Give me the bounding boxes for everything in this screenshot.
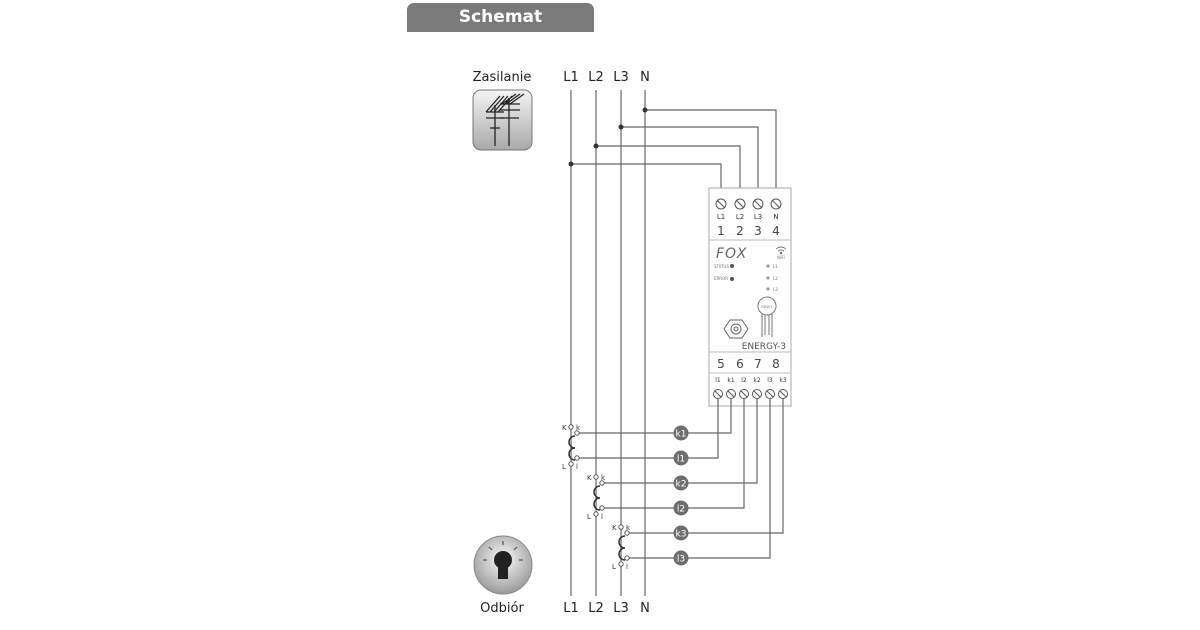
ct-terminal-label: K — [612, 524, 617, 532]
bottom-terminal-screws — [713, 389, 788, 399]
terminal-label: l2 — [741, 377, 747, 384]
ct-terminal-label: l — [626, 563, 628, 571]
ct-terminal-label: K — [562, 424, 567, 432]
ct-terminal-label: l — [576, 463, 578, 471]
led-label: ERROR — [714, 276, 728, 281]
phase-labels-bottom: L1 L2 L3 N — [563, 601, 650, 616]
led-indicators — [730, 264, 770, 291]
ct-terminal-label: L — [612, 563, 616, 571]
ct-terminal-label: k — [576, 424, 581, 432]
energy-meter-device: L1 L2 L3 N 1 2 3 4 FOX WiFi STATUS ERROR… — [708, 187, 792, 407]
ct-terminal-label: K — [587, 474, 592, 482]
antenna-connector-icon — [723, 319, 749, 339]
reset-label: RESET — [761, 305, 773, 309]
phase-labels-top: L1 L2 L3 N — [563, 70, 650, 85]
wire-n — [645, 109, 777, 197]
phase-bus — [570, 90, 777, 596]
ct-terminal-label: L — [587, 513, 591, 521]
phase-label-bottom: N — [640, 601, 650, 616]
terminal-number: 4 — [772, 224, 780, 238]
power-lines-icon — [472, 89, 533, 151]
ct-terminal-label: k — [601, 474, 606, 482]
terminal-number: 3 — [754, 224, 762, 238]
ct-badges: k1 l1 k2 l2 k3 l3 — [673, 425, 689, 566]
ct-badge: k1 — [676, 430, 687, 440]
terminal-label: k2 — [753, 377, 760, 384]
terminal-label: L2 — [736, 213, 744, 221]
terminal-label: N — [773, 213, 778, 221]
current-transformer-2: K k L l — [587, 474, 606, 521]
wifi-icon — [775, 246, 787, 255]
current-transformer-1: K k L l — [562, 424, 581, 471]
phase-label-top: N — [640, 70, 650, 85]
phase-label-top: L2 — [588, 70, 604, 85]
phase-label-bottom: L2 — [588, 601, 604, 616]
terminal-number: 1 — [717, 224, 725, 238]
terminal-number: 5 — [717, 357, 725, 371]
wifi-label: WiFi — [777, 255, 785, 260]
ct-terminal-label: l — [601, 513, 603, 521]
terminal-label: k3 — [779, 377, 786, 384]
ct-badge: k2 — [676, 480, 687, 490]
terminal-label: L3 — [754, 213, 762, 221]
model-label: ENERGY-3 — [742, 342, 786, 352]
ct-badge: l2 — [677, 505, 685, 515]
led-label: STATUS — [714, 264, 729, 269]
ct-terminal-label: L — [562, 463, 566, 471]
junction-dots — [568, 107, 648, 167]
phase-label-bottom: L1 — [563, 601, 579, 616]
light-bulb-icon — [473, 535, 533, 595]
wire-l2 — [596, 145, 741, 197]
led-label: L3 — [773, 287, 778, 292]
ct-wires — [577, 399, 784, 559]
terminal-number: 6 — [736, 357, 744, 371]
wire-l3 — [621, 126, 759, 197]
wire-l1 — [571, 163, 722, 197]
diagram-title: Schemat podłączenia — [407, 3, 594, 56]
brand-logo: FOX — [716, 246, 747, 262]
terminal-number: 2 — [736, 224, 744, 238]
phase-label-bottom: L3 — [613, 601, 629, 616]
terminal-number: 7 — [754, 357, 762, 371]
reset-button[interactable] — [757, 296, 777, 337]
supply-label: Zasilanie — [473, 70, 532, 85]
terminal-label: k1 — [727, 377, 734, 384]
led-label: L1 — [773, 264, 778, 269]
top-terminal-screws — [715, 198, 782, 210]
terminal-label: l3 — [767, 377, 773, 384]
terminal-label: l1 — [715, 377, 721, 384]
terminal-number: 8 — [772, 357, 780, 371]
load-label: Odbiór — [480, 601, 524, 616]
led-label: L2 — [773, 276, 778, 281]
phase-label-top: L3 — [613, 70, 629, 85]
ct-terminal-label: k — [626, 524, 631, 532]
ct-badge: l1 — [677, 455, 685, 465]
ct-badge: l3 — [677, 555, 685, 565]
phase-label-top: L1 — [563, 70, 579, 85]
ct-badge: k3 — [676, 530, 687, 540]
current-transformer-3: K k L l — [612, 524, 631, 571]
terminal-label: L1 — [717, 213, 725, 221]
